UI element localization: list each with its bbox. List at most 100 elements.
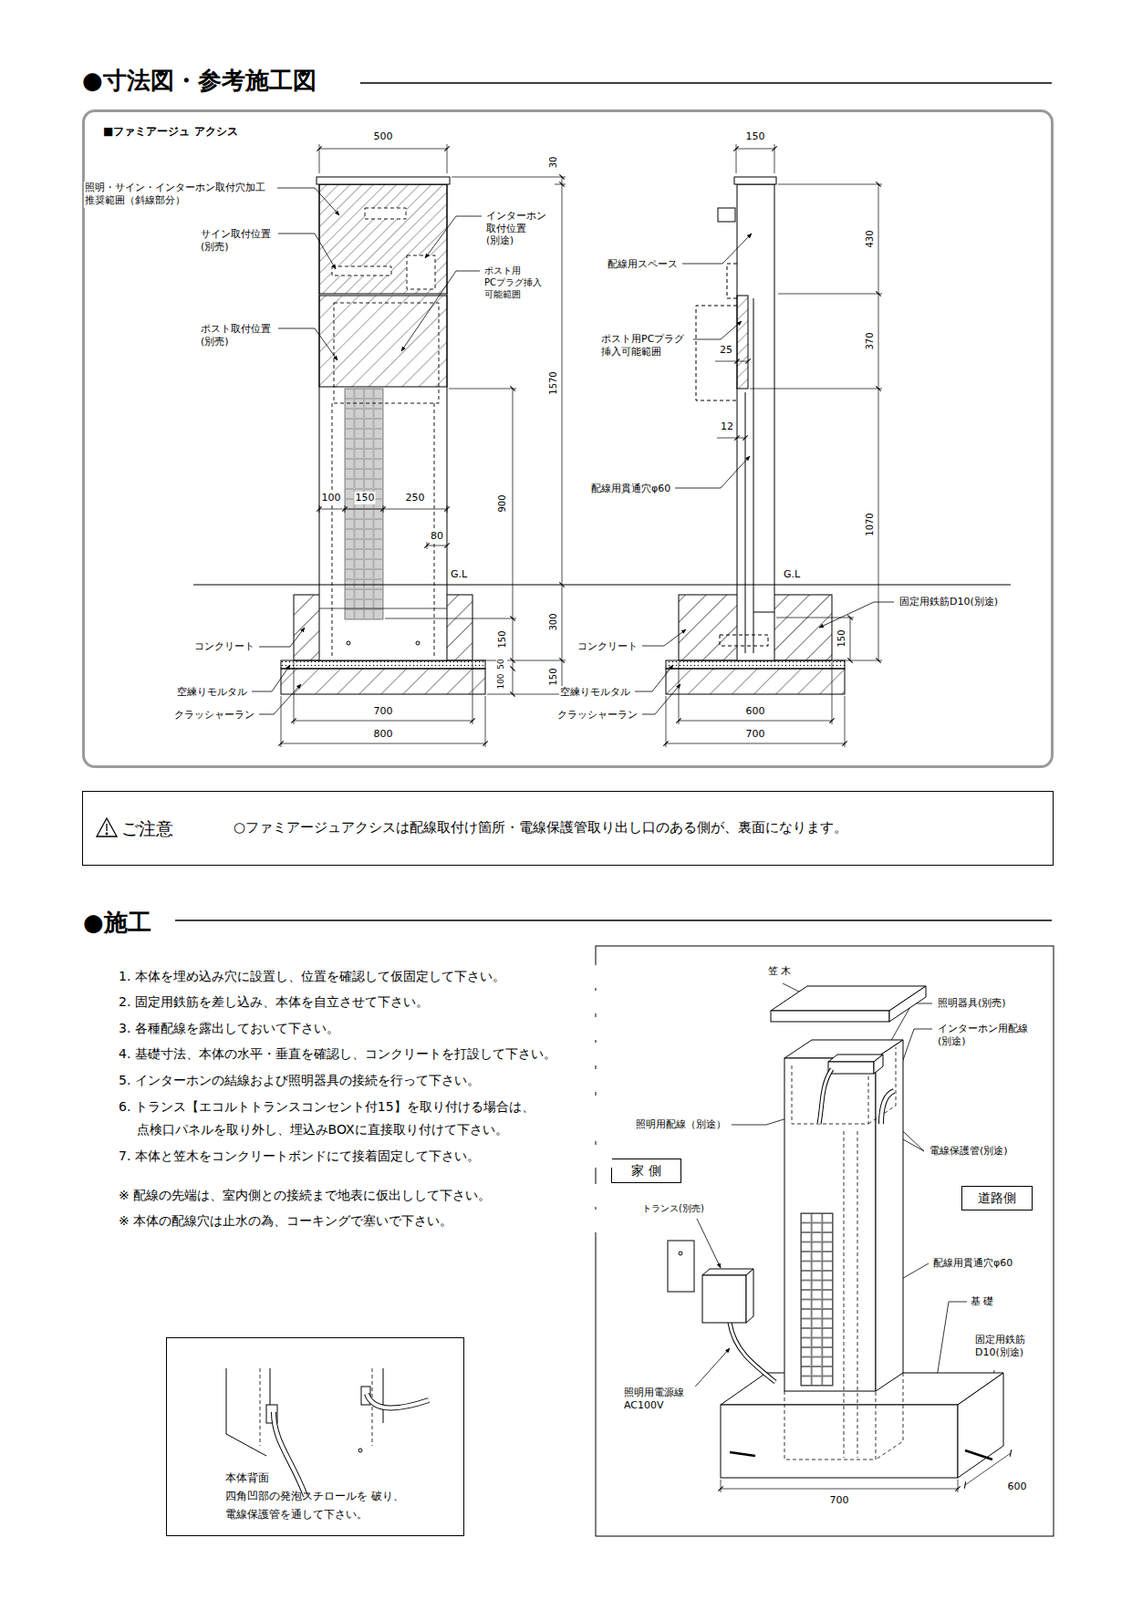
drawing-path: [881, 1090, 894, 1124]
text-slot: インターホン用配線 (別途): [936, 1022, 1039, 1049]
text-slot: 空練りモルタル: [559, 685, 632, 699]
drawing-line: [448, 388, 517, 390]
step-text: 3. 各種配線を露出しておいて下さい。: [118, 1017, 613, 1040]
drawing-rect: [364, 207, 406, 219]
drawing-polyline: [850, 617, 852, 661]
callout-label: 空練りモルタル: [176, 685, 249, 699]
text-slot: クラッシャーラン: [173, 708, 256, 722]
drawing-polyline: [784, 1391, 876, 1460]
drawing-line: [715, 361, 738, 363]
drawing-line: [485, 695, 487, 748]
text-slot: 800: [373, 727, 395, 741]
ground-line: [193, 584, 1011, 586]
text-slot: 25: [718, 343, 734, 357]
callout-label: ポスト用PCプラグ 挿入可能範囲: [600, 332, 694, 360]
drawing-line: [749, 388, 883, 390]
text-slot: 250: [405, 491, 426, 505]
drawing-polyline: [791, 1065, 869, 1124]
drawing-frame: ■ファミアージュ アクシス: [82, 109, 1054, 769]
callout-label: 笠 木: [767, 965, 793, 978]
drawing-polyline: [737, 437, 746, 439]
text-slot: 30: [547, 155, 560, 170]
drawing-g: [720, 1453, 1011, 1493]
drawing-line: [319, 144, 321, 174]
drawing-line: [383, 505, 385, 513]
drawing-path: [273, 1412, 306, 1496]
drawing-polyline: [251, 664, 291, 692]
drawing-polygon: [746, 1268, 754, 1323]
dimension-number: 900: [496, 493, 509, 513]
callout-label: コンクリート: [193, 640, 256, 654]
drawing-polyline: [736, 148, 775, 150]
drawing-line: [319, 505, 321, 513]
text-slot: ※ 本体の配線穴は止水の為、コーキングで塞いで下さい。: [118, 1209, 613, 1233]
drawing-path: [881, 1090, 894, 1124]
text-slot: コンクリート: [193, 640, 256, 654]
side-tag-text: 家 側: [631, 1162, 661, 1179]
text-slot: ※ 配線の先端は、室内側との接続まで地表に仮出しして下さい。: [118, 1183, 613, 1207]
text-slot: コンクリート: [576, 640, 639, 654]
drawing-line: [831, 662, 833, 725]
drawing-polyline: [259, 684, 302, 715]
text-slot: ●施工: [82, 907, 153, 939]
drawing-line: [472, 662, 474, 725]
drawing-g: [729, 1069, 894, 1382]
text-slot: 固定用鉄筋D10(別途): [898, 595, 999, 609]
dimension-number: 30: [547, 155, 560, 170]
callout-label: ポスト取付位置 (別売): [199, 322, 279, 350]
drawing-line: [270, 1368, 271, 1405]
text-slot: 1570: [547, 370, 560, 395]
drawing-line: [426, 541, 428, 550]
text-slot: 配線用貫通穴φ60: [932, 1256, 1014, 1270]
drawing-rect: [333, 302, 439, 404]
dimension-number: 1070: [863, 511, 876, 537]
drawing-path: [273, 1412, 306, 1496]
drawing-path: [819, 1069, 832, 1124]
drawing-line: [280, 695, 282, 748]
dimension-number: 150: [547, 666, 560, 686]
step-text: ※ 本体の配線穴は止水の為、コーキングで塞いで下さい。: [118, 1209, 613, 1233]
drawing-polyline: [275, 328, 338, 361]
text-slot: 電線保護管(別途): [928, 1144, 1009, 1158]
drawing-rect: [319, 295, 447, 387]
drawing-line: [384, 618, 517, 620]
drawing-rect: [316, 176, 450, 185]
drawing-rect: [319, 184, 447, 294]
drawing-line: [957, 1479, 959, 1493]
text-slot: 300: [547, 612, 560, 632]
side-tag-text: 道路側: [977, 1189, 1017, 1206]
drawing-polyline: [634, 664, 674, 692]
side-view: [665, 176, 845, 695]
drawing-g: [791, 1047, 896, 1458]
drawing-polyline: [642, 629, 686, 646]
callout-label: インターホン 取付位置 (別途): [485, 209, 551, 248]
dimension-number: 150: [745, 130, 767, 144]
drawing-line: [745, 392, 747, 654]
drawing-polyline: [665, 743, 845, 745]
drawing-circle: [415, 641, 420, 645]
drawing-line: [965, 1450, 993, 1460]
drawing-polygon: [96, 818, 117, 837]
drawing-polyline: [226, 1368, 267, 1456]
text-slot: 500: [373, 130, 395, 144]
dimension-number: 430: [863, 228, 876, 249]
dimension-number: 80: [429, 529, 445, 543]
drawing-line: [753, 298, 755, 654]
drawing-g: [332, 207, 439, 657]
drawing-path: [366, 1393, 429, 1409]
text-slot: 700: [745, 727, 767, 741]
text-slot: 固定用鉄筋 D10(別途): [974, 1333, 1045, 1361]
text-slot: 80: [429, 529, 445, 543]
callout-label: 照明・サイン・インターホン取付穴加工 推奨範囲（斜線部分）: [83, 181, 278, 208]
dimension-number: 150: [835, 628, 848, 648]
caution-box: ご注意○ファミアージュアクシスは配線取付け箇所・電線保護管取り出し口のある側が、…: [82, 790, 1054, 866]
text-slot: トランス(別売): [641, 1202, 706, 1215]
dimension-number: 100: [496, 672, 508, 690]
drawing-polyline: [426, 545, 447, 547]
drawing-polyline: [737, 361, 748, 363]
step-text: ※ 配線の先端は、室内側との接続まで地表に仮出しして下さい。: [118, 1183, 613, 1207]
callout-label: 電線保護管(別途): [928, 1144, 1009, 1158]
callout-label: 基 礎: [969, 1295, 996, 1309]
dimension-number: 300: [547, 612, 560, 632]
drawing-rect: [332, 266, 392, 276]
